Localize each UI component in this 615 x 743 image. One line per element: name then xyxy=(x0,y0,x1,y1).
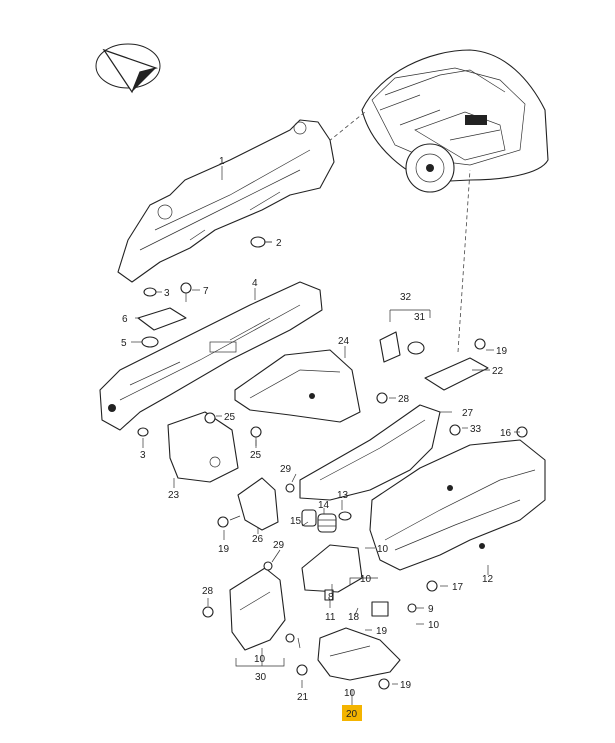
part-1-rail xyxy=(117,119,335,283)
callout-29-left: 29 xyxy=(273,540,285,551)
callout-12: 12 xyxy=(482,574,494,585)
part-26-bracket xyxy=(237,477,279,531)
callout-2: 2 xyxy=(276,238,282,249)
callout-3-lower: 3 xyxy=(140,450,146,461)
part-10-screw xyxy=(285,633,295,643)
part-25-bolt-lower xyxy=(250,426,262,446)
part-19-bolt-bottom xyxy=(378,678,390,690)
part-31-ring xyxy=(407,341,425,355)
part-20-bracket xyxy=(317,627,401,681)
part-15-grommet xyxy=(301,509,317,527)
part-12-tray xyxy=(369,439,546,571)
part-9-nut xyxy=(407,603,417,613)
callout-26: 26 xyxy=(252,534,264,545)
callout-9: 9 xyxy=(428,604,434,615)
vehicle-rear-view xyxy=(361,49,549,193)
callout-28: 28 xyxy=(398,394,410,405)
part-32-clip xyxy=(379,331,401,363)
part-29-bolt xyxy=(285,483,295,493)
highlight-box xyxy=(342,705,362,721)
callout-33: 33 xyxy=(470,424,482,435)
part-19-bolt-right xyxy=(474,338,486,350)
callout-13: 13 xyxy=(337,490,349,501)
callout-15: 15 xyxy=(290,516,302,527)
part-5-washer xyxy=(141,336,159,348)
part-17-bolt xyxy=(426,580,438,592)
callout-19-mid: 19 xyxy=(376,626,388,637)
part-11-clip xyxy=(324,589,334,601)
callout-31: 31 xyxy=(414,312,426,323)
callout-25-lower: 25 xyxy=(250,450,262,461)
callout-labels: 1 2 3 7 4 6 5 3 24 25 28 27 19 22 33 16 … xyxy=(121,156,512,720)
part-3-clip xyxy=(143,287,157,297)
part-22-plate xyxy=(424,357,489,391)
callout-14: 14 xyxy=(318,500,330,511)
callout-18: 18 xyxy=(348,612,360,623)
callout-10-d: 10 xyxy=(254,654,266,665)
callout-25: 25 xyxy=(224,412,236,423)
part-21-bolt xyxy=(296,664,308,676)
orientation-arrow-icon xyxy=(95,43,161,94)
part-13-washer xyxy=(338,511,352,521)
callout-32: 32 xyxy=(400,292,412,303)
callout-6: 6 xyxy=(122,314,128,325)
part-33-bolt xyxy=(449,424,461,436)
callout-17: 17 xyxy=(452,582,464,593)
part-25-bolt xyxy=(204,412,216,424)
part-28-bolt-left xyxy=(202,606,214,618)
part-3-clip-lower xyxy=(137,427,149,437)
leader-lines xyxy=(131,166,520,706)
callout-23: 23 xyxy=(168,490,180,501)
callout-1: 1 xyxy=(219,156,225,167)
part-27-panel xyxy=(299,404,441,501)
callout-10-c: 10 xyxy=(428,620,440,631)
callout-24: 24 xyxy=(338,336,350,347)
callout-8: 8 xyxy=(328,592,334,603)
callout-28-left: 28 xyxy=(202,586,214,597)
callout-3: 3 xyxy=(164,288,170,299)
part-4-rail xyxy=(99,281,323,431)
callout-16: 16 xyxy=(500,428,512,439)
part-18-block xyxy=(371,601,389,617)
reference-line xyxy=(457,169,471,353)
callout-20: 20 xyxy=(346,709,358,720)
part-24-shield xyxy=(234,349,361,423)
part-7-screw xyxy=(180,282,192,302)
callout-30: 30 xyxy=(255,672,267,683)
part-6-bracket xyxy=(137,307,187,331)
callout-5: 5 xyxy=(121,338,127,349)
callout-10-b: 10 xyxy=(360,574,372,585)
callout-29: 29 xyxy=(280,464,292,475)
callout-27: 27 xyxy=(462,408,474,419)
callout-10-e: 10 xyxy=(344,688,356,699)
callout-7: 7 xyxy=(203,286,209,297)
part-19-bolt-left xyxy=(217,515,241,528)
part-28-bolt xyxy=(376,392,388,404)
part-29-bolt-left xyxy=(263,561,273,571)
callout-11: 11 xyxy=(325,612,336,623)
callout-19-left: 19 xyxy=(218,544,230,555)
callout-10-a: 10 xyxy=(377,544,389,555)
callout-19-right: 19 xyxy=(496,346,508,357)
callout-4: 4 xyxy=(252,278,258,289)
part-14-spring xyxy=(317,513,337,533)
callout-22: 22 xyxy=(492,366,504,377)
part-30-bracket xyxy=(229,567,286,651)
callout-21: 21 xyxy=(297,692,309,703)
callout-19-bottom: 19 xyxy=(400,680,412,691)
